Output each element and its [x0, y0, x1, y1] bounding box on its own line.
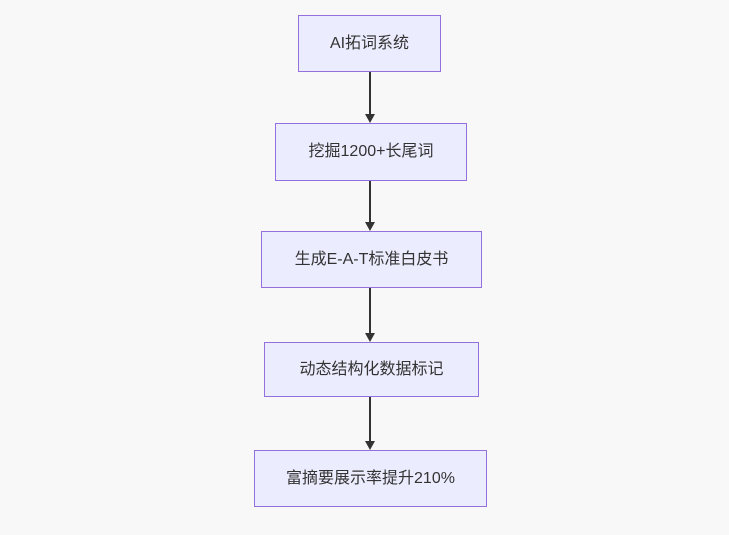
arrow-line — [369, 397, 371, 442]
arrow-line — [369, 181, 371, 223]
flow-node-ai-word-system: AI拓词系统 — [298, 15, 441, 72]
flow-arrow — [365, 397, 375, 450]
flow-node-rich-snippet-result: 富摘要展示率提升210% — [254, 450, 487, 507]
flow-node-structured-data-markup: 动态结构化数据标记 — [264, 342, 479, 397]
flow-node-eat-whitepaper: 生成E-A-T标准白皮书 — [261, 231, 482, 288]
arrow-head-icon — [365, 222, 375, 231]
arrow-head-icon — [365, 114, 375, 123]
arrow-line — [369, 288, 371, 334]
flow-node-longtail-keywords: 挖掘1200+长尾词 — [275, 123, 467, 181]
arrow-head-icon — [365, 441, 375, 450]
node-label: AI拓词系统 — [329, 34, 410, 52]
arrow-line — [369, 72, 371, 115]
flow-arrow — [365, 72, 375, 123]
node-label: 动态结构化数据标记 — [299, 360, 444, 378]
flow-arrow — [365, 288, 375, 342]
node-label: 生成E-A-T标准白皮书 — [294, 250, 449, 268]
flow-arrow — [365, 181, 375, 231]
arrow-head-icon — [365, 333, 375, 342]
node-label: 富摘要展示率提升210% — [286, 469, 455, 487]
node-label: 挖掘1200+长尾词 — [308, 143, 434, 161]
